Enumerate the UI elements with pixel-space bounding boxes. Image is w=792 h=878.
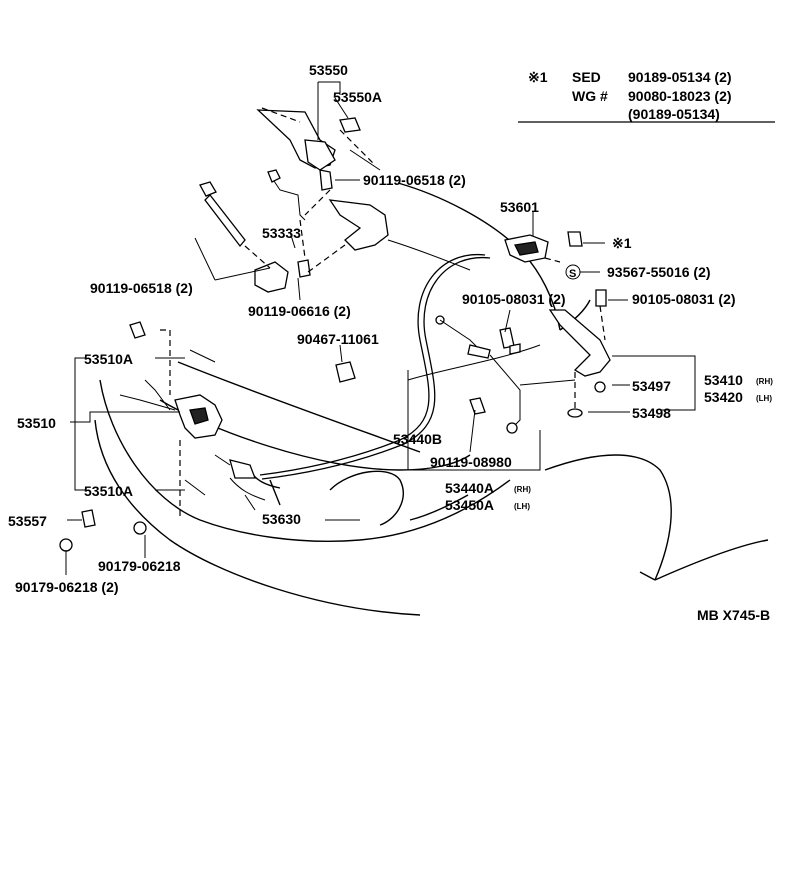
note-sed-label: SED (572, 69, 601, 85)
label-93567-55016: 93567-55016 (2) (607, 264, 711, 280)
label-90467-11061: 90467-11061 (297, 331, 379, 347)
label-53440B: 53440B (393, 431, 442, 447)
s-mark: S (569, 268, 576, 280)
label-90105-08031-mid: 90105-08031 (2) (462, 291, 566, 307)
label-53510A-bottom: 53510A (84, 483, 133, 499)
label-53601: 53601 (500, 199, 539, 215)
release-cable (214, 253, 521, 501)
leader-lines (65, 81, 775, 575)
note-wg-alt: (90189-05134) (628, 106, 720, 122)
label-53450A: 53450A (445, 497, 494, 513)
label-53497: 53497 (632, 378, 671, 394)
note-wg-label: WG # (572, 88, 608, 104)
label-53420-side: (LH) (756, 394, 772, 403)
label-53410: 53410 (704, 372, 743, 388)
label-53440A: 53440A (445, 480, 494, 496)
label-53410-side: (RH) (756, 377, 773, 386)
note-mark: ※1 (528, 69, 548, 85)
label-90119-06518-left: 90119-06518 (2) (90, 280, 193, 296)
label-53550: 53550 (309, 62, 348, 78)
label-90179-06218-b: 90179-06218 (2) (15, 579, 119, 595)
note-sed-part: 90189-05134 (2) (628, 69, 732, 85)
s-mark-circle (565, 264, 581, 280)
label-53510A-top: 53510A (84, 351, 133, 367)
label-53440A-side: (RH) (514, 485, 531, 494)
label-90105-08031-right: 90105-08031 (2) (632, 291, 736, 307)
variant-note: ※1 SED 90189-05134 (2) WG # 90080-18023 … (528, 69, 732, 122)
part-labels: 53550 53550A 90119-06518 (2) 53601 53333… (8, 62, 773, 623)
note-wg-part: 90080-18023 (2) (628, 88, 732, 104)
label-90119-08980: 90119-08980 (430, 454, 512, 470)
hood-lock (119, 329, 223, 520)
label-53510: 53510 (17, 415, 56, 431)
hinge-assembly (256, 107, 471, 271)
label-53333: 53333 (262, 225, 301, 241)
label-star-ref: ※1 (612, 235, 632, 251)
label-53420: 53420 (704, 389, 743, 405)
label-53498: 53498 (632, 405, 671, 421)
diagram-code: MB X745-B (697, 607, 770, 623)
label-90119-06518-top: 90119-06518 (2) (363, 172, 466, 188)
hood-latch (504, 234, 611, 418)
label-53550A: 53550A (333, 89, 382, 105)
label-53450A-side: (LH) (514, 502, 530, 511)
label-90179-06218-a: 90179-06218 (98, 558, 181, 574)
label-53630: 53630 (262, 511, 301, 527)
label-53557: 53557 (8, 513, 47, 529)
fasteners (59, 231, 607, 552)
hood-strut (199, 169, 346, 301)
label-90119-06616: 90119-06616 (2) (248, 303, 351, 319)
